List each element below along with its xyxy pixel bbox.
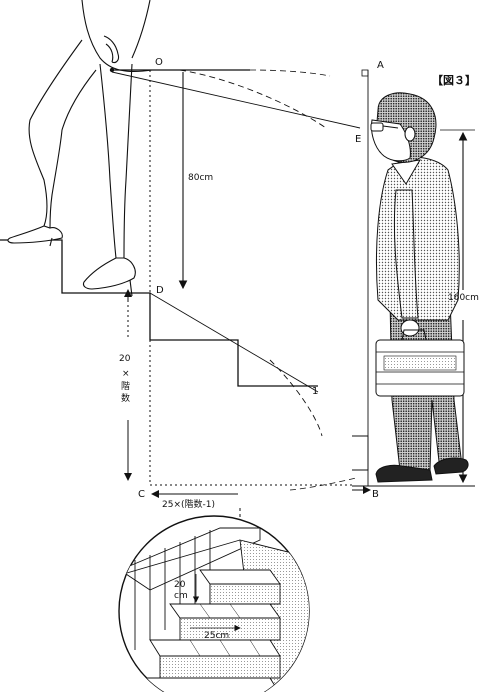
point-label-c: C: [138, 489, 145, 500]
man-illustration: [370, 92, 469, 483]
point-label-e: E: [355, 134, 361, 145]
detail-riser-unit: cm: [174, 591, 188, 601]
rise-total-operator: ×: [122, 369, 130, 379]
floor-step: [352, 435, 475, 487]
point-label-b: B: [372, 489, 379, 500]
magnified-stair-detail: [118, 515, 310, 692]
detail-tread-label: 25cm: [204, 631, 229, 641]
eye-level-line: [109, 67, 331, 77]
run-total-label: 25×(階数-1): [162, 498, 215, 510]
rise-total-word-2: 数: [121, 392, 130, 404]
eye-height-label: 80cm: [188, 173, 213, 183]
person-height-label: 160cm: [448, 293, 479, 303]
rise-total-word-1: 階: [121, 381, 130, 392]
ground-curve: [289, 477, 357, 491]
sightlines: [111, 69, 361, 437]
detail-riser-value: 20: [174, 580, 186, 590]
rise-total-number: 20: [119, 354, 131, 364]
point-label-a: A: [377, 60, 384, 71]
point-label-d: D: [156, 285, 164, 296]
woman-legs-illustration: [7, 0, 153, 297]
point-label-one: 1: [312, 386, 318, 397]
figure-label: 【図３】: [432, 73, 476, 87]
point-label-o: O: [155, 57, 163, 68]
